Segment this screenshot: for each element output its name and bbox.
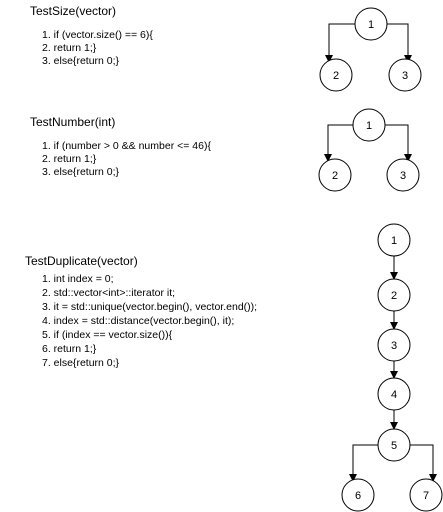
graph-node: 2 xyxy=(318,158,352,192)
graph-test-duplicate: 1 2 3 4 5 6 7 xyxy=(341,223,443,512)
graph-node: 2 xyxy=(377,278,411,312)
svg-text:4: 4 xyxy=(391,389,397,401)
graph-node: 3 xyxy=(388,58,422,92)
svg-text:2: 2 xyxy=(333,70,339,82)
code-line: 1. if (vector.size() == 6){ xyxy=(42,29,153,41)
svg-text:3: 3 xyxy=(391,340,397,352)
graph-node: 1 xyxy=(377,223,411,257)
svg-text:7: 7 xyxy=(423,490,429,502)
svg-text:6: 6 xyxy=(355,490,361,502)
edge-1-2 xyxy=(324,124,353,162)
edge-1-3 xyxy=(385,124,412,162)
function-title-test-number: TestNumber(int) xyxy=(30,115,116,129)
code-line: 2. return 1;} xyxy=(42,42,97,54)
edge-1-3 xyxy=(387,23,412,63)
graph-node: 2 xyxy=(319,58,353,92)
graph-node: 6 xyxy=(341,478,375,512)
function-title-test-size: TestSize(vector) xyxy=(30,4,117,18)
code-line: 5. if (index == vector.size()){ xyxy=(42,329,173,341)
code-line: 2. return 1;} xyxy=(42,153,97,165)
svg-text:3: 3 xyxy=(402,70,408,82)
graph-node: 7 xyxy=(409,478,443,512)
graph-node: 1 xyxy=(352,108,386,142)
code-line: 6. return 1;} xyxy=(42,343,97,355)
svg-text:1: 1 xyxy=(366,120,372,132)
code-line: 4. index = std::distance(vector.begin(),… xyxy=(42,315,235,327)
graph-test-size: 1 2 3 xyxy=(319,7,422,92)
edge-5-6 xyxy=(349,444,378,482)
code-line: 3. else{return 0;} xyxy=(42,166,120,178)
graph-node: 1 xyxy=(354,7,388,41)
svg-text:3: 3 xyxy=(400,170,406,182)
edge-1-2 xyxy=(325,23,355,63)
code-line: 7. else{return 0;} xyxy=(42,357,120,369)
edge-5-7 xyxy=(410,444,437,482)
graph-test-number: 1 2 3 xyxy=(318,108,420,192)
graph-node: 4 xyxy=(377,377,411,411)
svg-text:2: 2 xyxy=(332,170,338,182)
svg-text:1: 1 xyxy=(391,235,397,247)
code-line: 1. int index = 0; xyxy=(42,273,114,285)
svg-text:2: 2 xyxy=(391,290,397,302)
svg-text:5: 5 xyxy=(391,440,397,452)
graph-node: 3 xyxy=(377,328,411,362)
code-line: 1. if (number > 0 && number <= 46){ xyxy=(42,140,211,152)
code-line: 3. it = std::unique(vector.begin(), vect… xyxy=(42,301,258,313)
graph-node: 5 xyxy=(377,428,411,462)
function-title-test-duplicate: TestDuplicate(vector) xyxy=(25,254,138,268)
graph-node: 3 xyxy=(386,158,420,192)
code-line: 2. std::vector<int>::iterator it; xyxy=(42,287,176,299)
code-line: 3. else{return 0;} xyxy=(42,55,120,67)
svg-text:1: 1 xyxy=(368,19,374,31)
